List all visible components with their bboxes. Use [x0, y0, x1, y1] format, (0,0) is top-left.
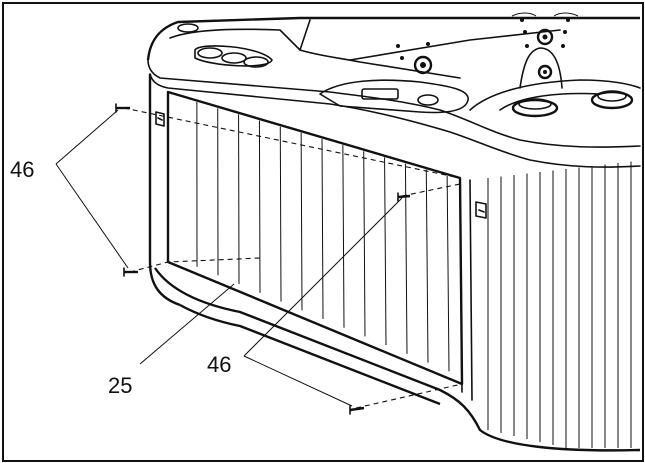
- jet-icon: [426, 42, 430, 46]
- jet-icon: [537, 64, 553, 80]
- rim-inner-line: [169, 28, 461, 79]
- jet-icon: [396, 44, 400, 48]
- spa-top: [146, 16, 641, 168]
- filter-lid-2: [590, 90, 634, 110]
- panel-slat: [363, 151, 366, 337]
- cabinet-left-edge: [148, 74, 181, 307]
- callout-panel: 25: [108, 373, 132, 398]
- corner-fitting: [177, 23, 199, 33]
- leader-25: [139, 283, 235, 365]
- rim-top-detail: [349, 29, 561, 61]
- cup-holder-2: [221, 52, 247, 64]
- filter-lid-1-top: [518, 98, 552, 110]
- base-trim-bottom: [179, 303, 441, 406]
- panel-slat: [321, 138, 324, 320]
- screw-icon: [115, 103, 130, 113]
- cabinet: [148, 74, 641, 452]
- rim-outer-edge: [146, 16, 640, 61]
- panel-slat: [404, 163, 408, 354]
- side-slats: [487, 161, 632, 448]
- jet-arc: [511, 12, 537, 17]
- corner-post-right: [469, 179, 473, 401]
- jet-icon: [523, 30, 527, 34]
- callout-screw-bottom: 46: [207, 352, 231, 377]
- seat-back: [519, 47, 563, 89]
- jet-icon: [520, 18, 524, 22]
- filter-lid-2-top: [597, 90, 627, 102]
- callout-screw-left: 46: [10, 157, 34, 182]
- panel-slat: [425, 169, 429, 363]
- control-button: [417, 94, 439, 106]
- cup-holder-3: [243, 56, 269, 68]
- panel-slat: [258, 120, 261, 293]
- alignment-line-bottom: [355, 383, 463, 409]
- jet-icon: [525, 44, 529, 48]
- panel-slats: [196, 102, 450, 372]
- panel-slat: [300, 132, 303, 311]
- screw-icon: [349, 405, 365, 415]
- screw-icon: [397, 192, 411, 202]
- control-recess: [319, 79, 469, 114]
- leader-46-low: [243, 355, 353, 407]
- jet-icon: [566, 18, 570, 22]
- filter-lid-1: [511, 98, 559, 118]
- jet-icon: [536, 28, 554, 46]
- jet-icon: [563, 30, 567, 34]
- cup-holder-1: [197, 47, 223, 59]
- leader-46-bottom: [55, 163, 129, 269]
- clip-icon: [475, 201, 487, 219]
- leader-46-right: [243, 197, 403, 357]
- alignment-line-top: [123, 107, 461, 179]
- rim-lip-bottom: [149, 73, 641, 168]
- jet-icon: [400, 56, 404, 60]
- rim-seam: [299, 19, 311, 51]
- panel-slat: [446, 175, 450, 372]
- clip-icon: [155, 111, 165, 127]
- seat-bowl-edge: [469, 79, 641, 111]
- jets: [396, 12, 579, 80]
- jet-icon: [413, 55, 433, 75]
- rim-lip-top: [147, 59, 641, 148]
- alignment-line-right: [401, 183, 461, 197]
- base-trim-top: [154, 267, 641, 452]
- panel-slat: [384, 157, 387, 346]
- alignment-line-bottom-left: [129, 257, 261, 273]
- cup-holder-tray: [194, 45, 273, 67]
- panel-slat: [279, 126, 282, 302]
- jet-arc: [553, 12, 579, 17]
- screw-icon: [123, 267, 138, 277]
- panel-slat: [342, 145, 345, 328]
- seat-bowl-inner: [499, 92, 601, 111]
- leader-46-top: [55, 109, 119, 165]
- control-panel-display: [361, 88, 399, 100]
- jet-icon: [561, 44, 565, 48]
